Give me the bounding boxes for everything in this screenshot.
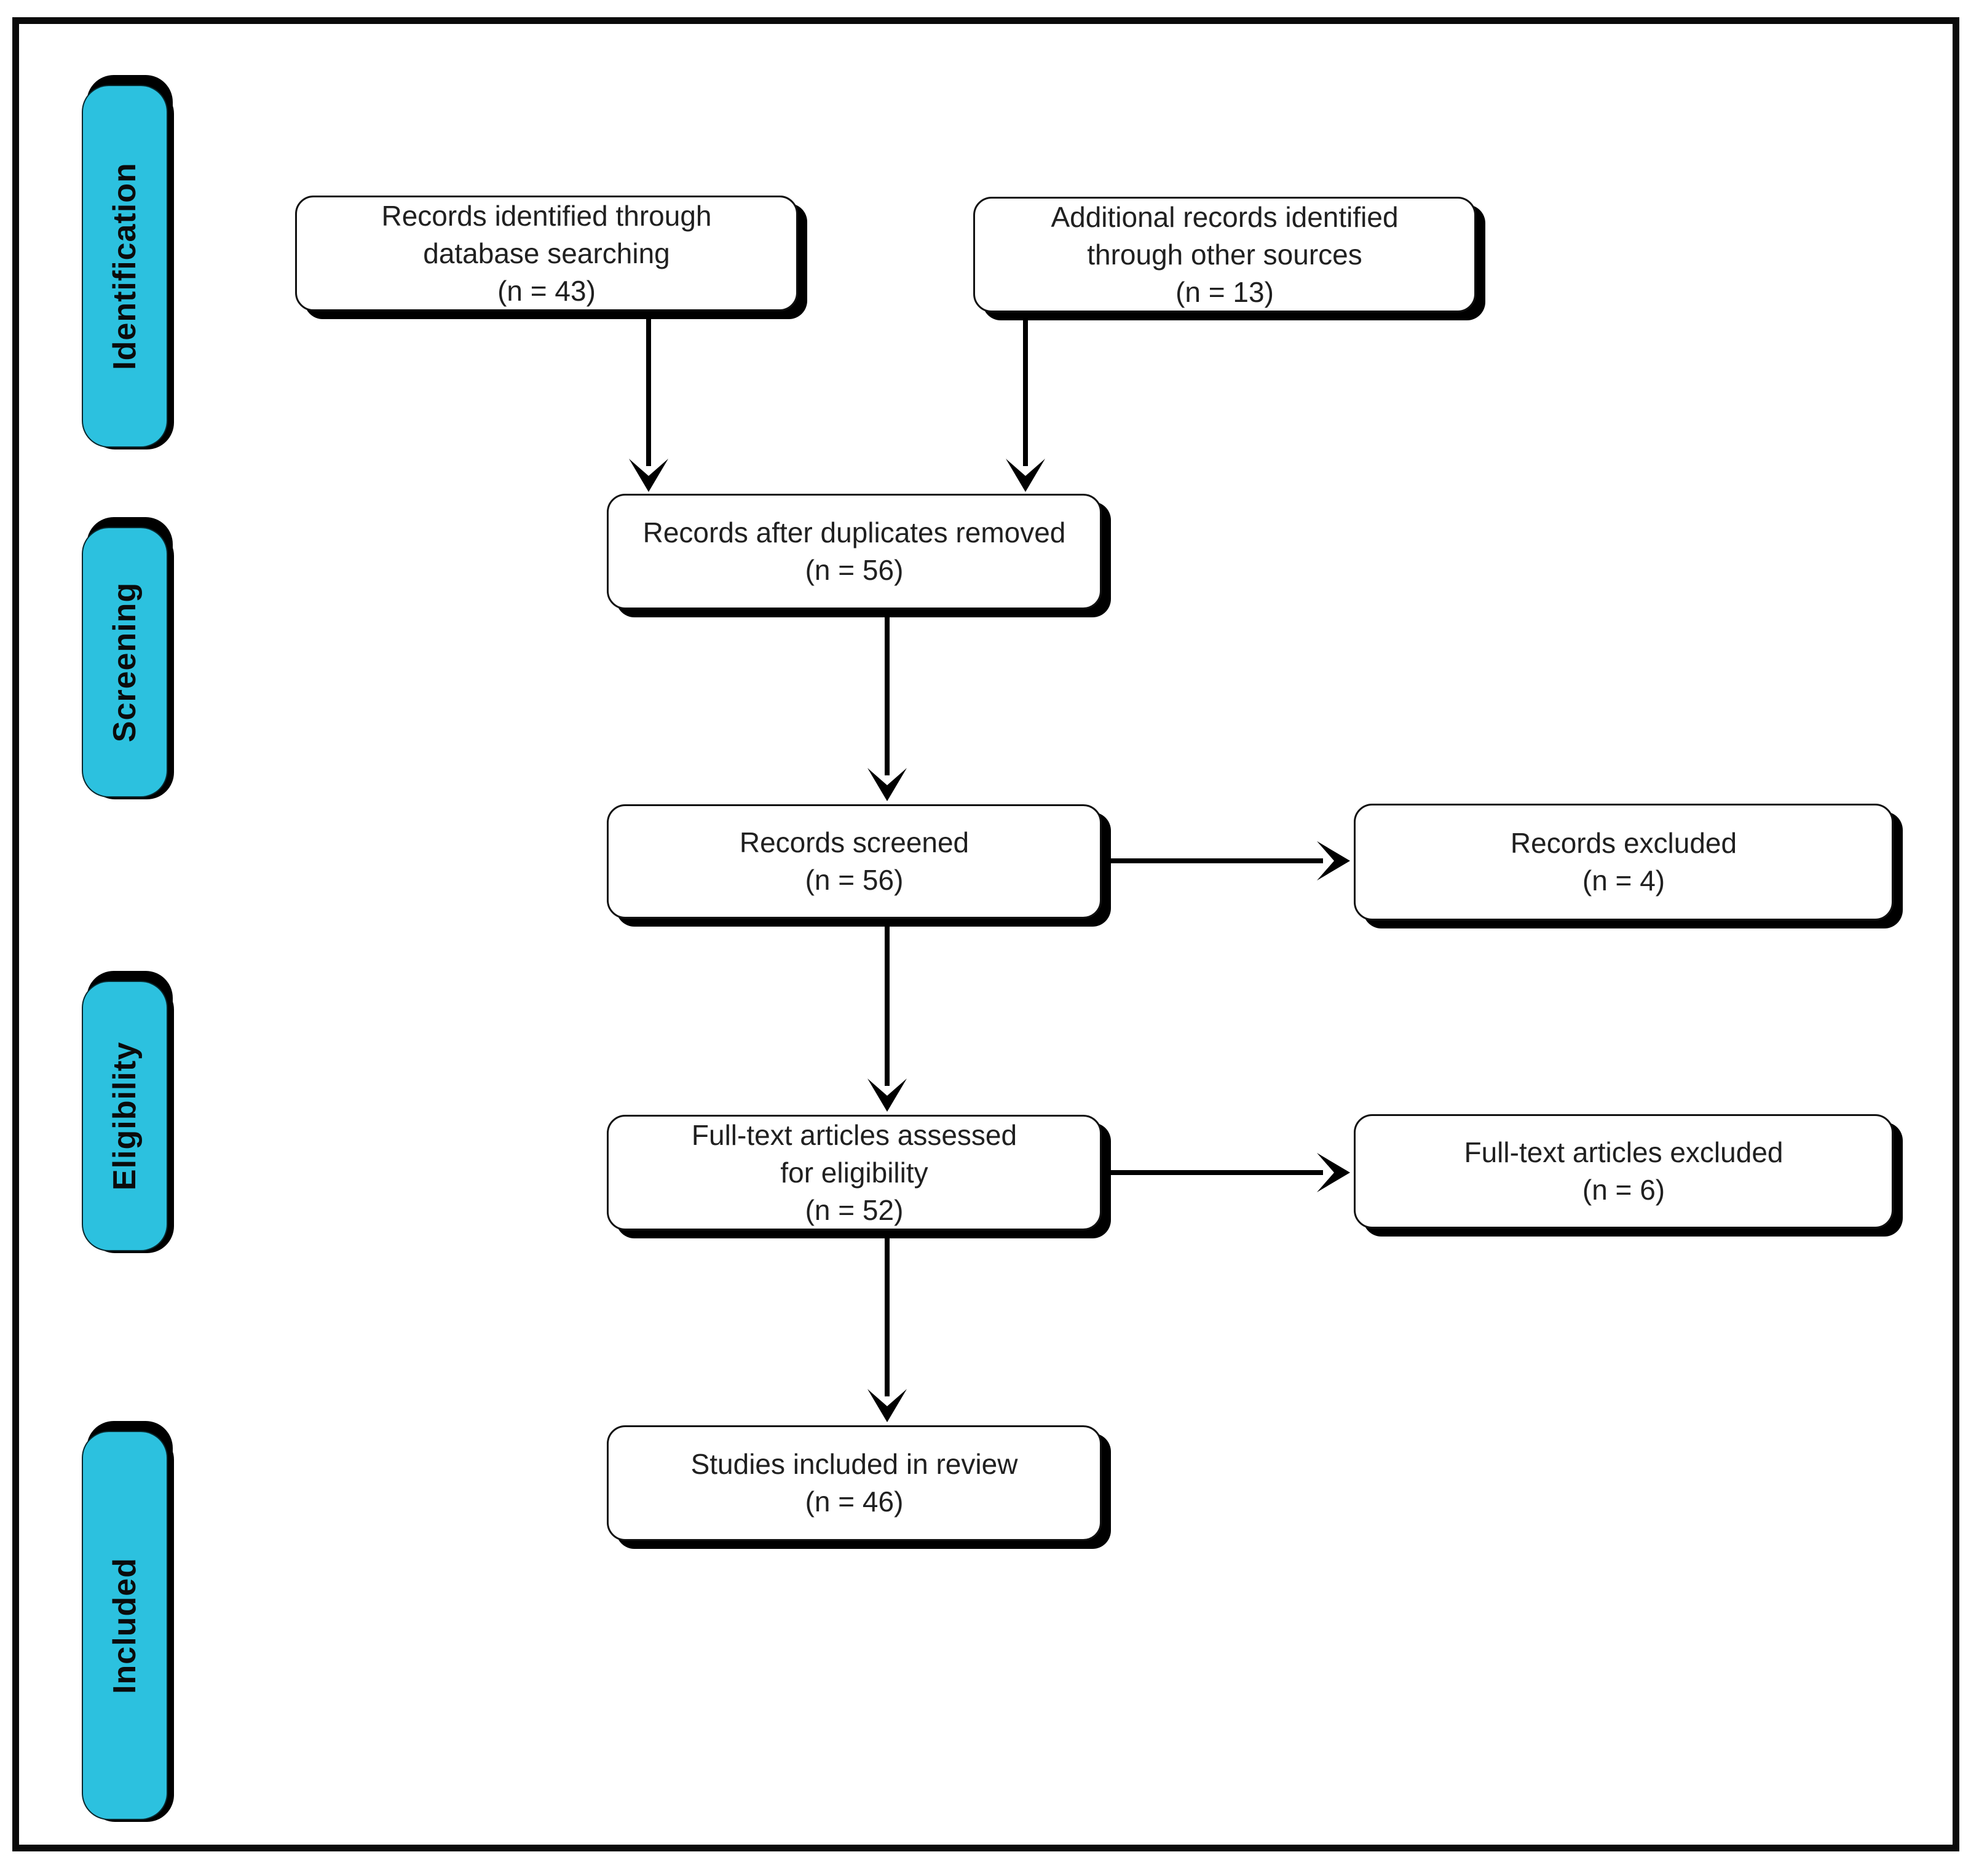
diagram-border <box>12 17 1959 1851</box>
box-records-identified-line1: Records identified through <box>381 199 712 232</box>
box-records-screened-line1: Records screened <box>739 826 970 858</box>
stage-identification-label: Identification <box>107 162 143 370</box>
box-records-screened: Records screened (n = 56) <box>607 804 1102 919</box>
box-records-excluded-count: (n = 4) <box>1582 865 1665 896</box>
box-studies-included-count: (n = 46) <box>805 1486 904 1518</box>
box-additional-records-line2: through other sources <box>1087 238 1362 271</box>
stage-screening: Screening <box>82 527 168 797</box>
box-records-screened-count: (n = 56) <box>805 864 904 896</box>
box-after-duplicates-count: (n = 56) <box>805 554 904 586</box>
box-fulltext-assessed-line2: for eligibility <box>780 1156 928 1189</box>
box-after-duplicates: Records after duplicates removed (n = 56… <box>607 494 1102 609</box>
box-records-identified-line2: database searching <box>423 237 670 269</box>
box-records-identified-count: (n = 43) <box>497 274 596 307</box>
stage-eligibility-label: Eligibility <box>107 1041 143 1191</box>
stage-screening-label: Screening <box>107 582 143 743</box>
box-fulltext-assessed: Full-text articles assessed for eligibil… <box>607 1115 1102 1230</box>
box-studies-included-line1: Studies included in review <box>690 1448 1018 1480</box>
box-fulltext-excluded: Full-text articles excluded (n = 6) <box>1354 1114 1894 1229</box>
box-records-excluded: Records excluded (n = 4) <box>1354 804 1894 920</box>
box-additional-records-line1: Additional records identified <box>1051 200 1399 233</box>
box-fulltext-excluded-line1: Full-text articles excluded <box>1464 1136 1783 1168</box>
box-after-duplicates-line1: Records after duplicates removed <box>642 516 1066 548</box>
box-records-excluded-line1: Records excluded <box>1510 827 1737 859</box>
box-studies-included: Studies included in review (n = 46) <box>607 1425 1102 1541</box>
box-additional-records-count: (n = 13) <box>1175 275 1274 308</box>
box-fulltext-excluded-count: (n = 6) <box>1582 1174 1665 1206</box>
box-records-identified: Records identified through database sear… <box>295 196 798 311</box>
stage-eligibility: Eligibility <box>82 981 168 1251</box>
stage-included: Included <box>82 1431 168 1820</box>
stage-identification: Identification <box>82 85 168 448</box>
box-fulltext-assessed-line1: Full-text articles assessed <box>691 1118 1017 1151</box>
box-fulltext-assessed-count: (n = 52) <box>805 1193 904 1226</box>
box-additional-records: Additional records identified through ot… <box>973 197 1476 312</box>
stage-included-label: Included <box>107 1557 143 1694</box>
